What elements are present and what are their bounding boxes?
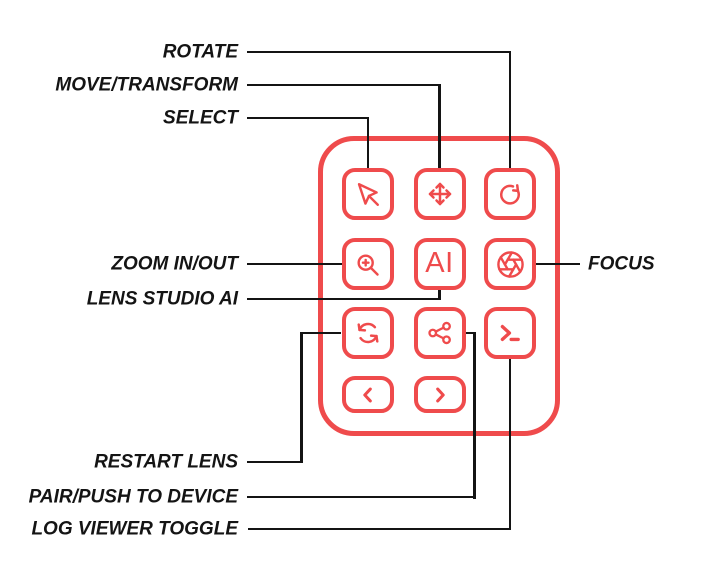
share-nodes-icon [426, 319, 454, 347]
log-viewer-callout-line [508, 359, 512, 531]
zoom-callout-line [247, 262, 342, 266]
log-viewer-callout-line [248, 527, 512, 531]
rotate-label: ROTATE [162, 41, 238, 63]
lens-studio-ai-callout-line [247, 297, 441, 301]
restart-cycle-icon [353, 318, 383, 348]
pair-push-callout-line [473, 331, 476, 499]
move-transform-label: MOVE/TRANSFORM [55, 74, 238, 96]
focus-key[interactable] [484, 238, 536, 290]
chevron-left-icon [357, 384, 379, 406]
restart-lens-callout-line [300, 331, 303, 464]
pair-push-callout-line [465, 331, 476, 335]
lens-studio-ai-callout-line [438, 290, 441, 301]
next-key[interactable] [413, 376, 466, 413]
move-transform-callout-line [438, 83, 441, 168]
terminal-prompt-icon [496, 319, 524, 347]
chevron-right-icon [429, 384, 451, 406]
restart-lens-callout-line [300, 331, 342, 335]
restart-lens-label: RESTART LENS [94, 451, 238, 473]
cursor-select-icon [353, 180, 382, 209]
select-callout-line [366, 116, 370, 168]
zoom-in-out-key[interactable] [341, 238, 394, 290]
move-transform-key[interactable] [413, 168, 466, 220]
pair-push-to-device-key[interactable] [413, 307, 466, 359]
rotate-clockwise-icon [495, 179, 525, 209]
zoom-in-out-label: ZOOM IN/OUT [111, 253, 238, 275]
select-key[interactable] [341, 168, 394, 220]
rotate-key[interactable] [484, 168, 536, 220]
prev-key[interactable] [341, 376, 394, 413]
lens-studio-ai-label: LENS STUDIO AI [86, 288, 238, 310]
rotate-callout-line [508, 50, 512, 168]
move-arrows-icon [425, 179, 455, 209]
rotate-callout-line [247, 50, 512, 54]
pair-push-to-device-label: PAIR/PUSH TO DEVICE [28, 486, 238, 508]
focus-label: FOCUS [588, 253, 655, 275]
log-viewer-toggle-label: LOG VIEWER TOGGLE [31, 518, 238, 540]
ai-text: AI [425, 246, 454, 279]
pair-push-callout-line [247, 495, 476, 499]
move-transform-callout-line [247, 83, 441, 87]
restart-lens-key[interactable] [341, 307, 394, 359]
lens-studio-ai-key[interactable]: AI [413, 238, 466, 290]
aperture-icon [496, 250, 525, 279]
restart-lens-callout-line [247, 460, 303, 464]
select-callout-line [247, 116, 370, 120]
log-viewer-toggle-key[interactable] [484, 307, 536, 359]
focus-callout-line [536, 262, 580, 266]
magnifier-plus-icon [353, 250, 382, 279]
select-label: SELECT [163, 107, 238, 129]
